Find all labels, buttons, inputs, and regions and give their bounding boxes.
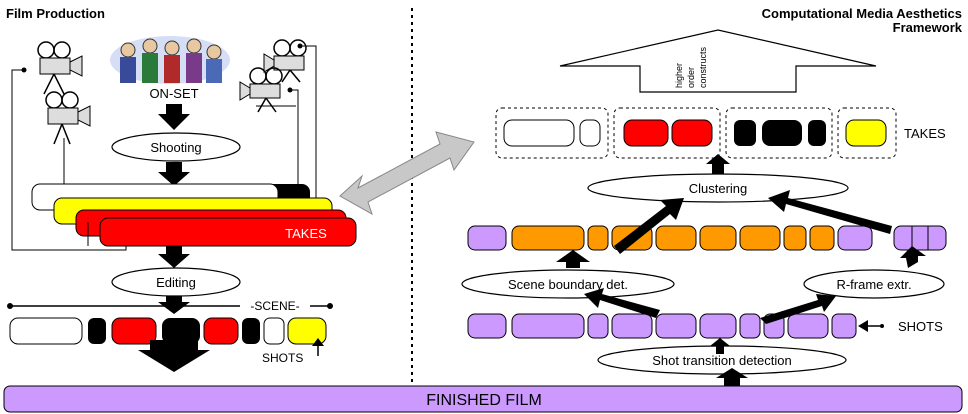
clustering-label: Clustering xyxy=(689,181,748,196)
arrow-down-finished xyxy=(138,340,210,372)
editing-label: Editing xyxy=(156,275,196,290)
shot-transition-label: Shot transition detection xyxy=(652,353,791,368)
higher-text: higher xyxy=(674,63,684,88)
shots-row-right xyxy=(468,314,856,338)
takes-label-right: TAKES xyxy=(904,126,946,141)
on-set-label: ON-SET xyxy=(149,86,198,101)
film-camera-icon xyxy=(46,92,90,144)
double-arrow-icon xyxy=(340,132,474,214)
rframe-label: R-frame extr. xyxy=(836,277,911,292)
shooting-label: Shooting xyxy=(150,140,201,155)
shots-label-right: SHOTS xyxy=(898,319,943,334)
film-camera-icon xyxy=(38,42,82,94)
arrow-down xyxy=(158,104,190,130)
higher-order-arrow xyxy=(560,30,876,92)
takes-label-left: TAKES xyxy=(285,226,327,241)
finished-film-label: FINISHED FILM xyxy=(426,392,542,409)
scene-row-right xyxy=(468,226,946,250)
film-camera-icon xyxy=(240,68,282,112)
arrow-down xyxy=(158,162,190,186)
film-crew-icon xyxy=(110,36,230,84)
order-text: order xyxy=(686,67,696,88)
constructs-text: constructs xyxy=(698,46,708,88)
right-title-line2: Framework xyxy=(893,20,963,35)
shots-label-left: SHOTS xyxy=(262,351,303,365)
arrow-up xyxy=(556,250,590,268)
right-title-line1: Computational Media Aesthetics xyxy=(762,6,962,21)
arrow-down xyxy=(158,246,190,268)
scene-boundary-label: Scene boundary det. xyxy=(508,277,628,292)
arrow-down xyxy=(158,296,190,314)
left-title: Film Production xyxy=(6,6,105,21)
scene-label: -SCENE- xyxy=(250,299,299,313)
